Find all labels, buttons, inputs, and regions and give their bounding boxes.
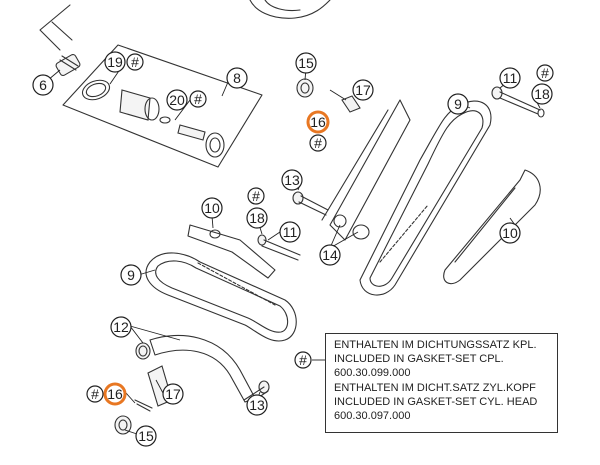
svg-text:8: 8 xyxy=(233,70,241,86)
callout-hash: # xyxy=(536,64,554,82)
part-14-chain-guide xyxy=(321,99,411,241)
svg-text:6: 6 xyxy=(39,77,47,93)
callout-hash: # xyxy=(309,134,327,152)
callout-15: 15 xyxy=(295,52,317,74)
svg-text:#: # xyxy=(194,91,202,107)
svg-text:13: 13 xyxy=(284,172,300,188)
callout-17: 17 xyxy=(352,79,374,101)
svg-text:#: # xyxy=(299,352,307,368)
svg-text:#: # xyxy=(314,135,322,151)
svg-text:#: # xyxy=(131,54,139,70)
part-8-assembly-box xyxy=(62,44,263,168)
callout-19: 19 xyxy=(104,51,126,73)
svg-text:10: 10 xyxy=(204,200,220,216)
callout-hash: # xyxy=(86,385,104,403)
callout-8: 8 xyxy=(226,67,248,89)
svg-text:#: # xyxy=(252,188,260,204)
legend-line-en-1: INCLUDED IN GASKET-SET CPL. xyxy=(334,353,504,366)
legend-box: ENTHALTEN IM DICHTUNGSSATZ KPL. INCLUDED… xyxy=(325,333,558,433)
callout-hash-legend: # xyxy=(294,351,312,369)
svg-text:12: 12 xyxy=(113,319,129,335)
callout-15: 15 xyxy=(135,425,157,447)
svg-text:#: # xyxy=(541,65,549,81)
part-9-timing-chain-left xyxy=(145,252,297,342)
svg-text:18: 18 xyxy=(249,210,265,226)
svg-text:9: 9 xyxy=(454,96,462,112)
svg-text:16: 16 xyxy=(107,386,123,402)
top-left-housing xyxy=(39,0,331,51)
callout-16-highlight: 16 xyxy=(306,110,330,134)
svg-text:11: 11 xyxy=(503,70,518,86)
callout-11: 11 xyxy=(279,221,301,243)
legend-partnumber-2: 600.30.097.000 xyxy=(334,410,411,423)
part-6-bearing xyxy=(55,53,81,77)
svg-text:17: 17 xyxy=(165,386,181,402)
svg-text:#: # xyxy=(91,386,99,402)
callout-17: 17 xyxy=(162,383,184,405)
callout-13: 13 xyxy=(246,394,268,416)
svg-text:17: 17 xyxy=(355,82,371,98)
callout-18: 18 xyxy=(246,207,268,229)
part-11-bolt-top-right xyxy=(491,86,545,118)
svg-text:16: 16 xyxy=(310,114,326,130)
svg-text:18: 18 xyxy=(534,86,550,102)
legend-line-de-1: ENTHALTEN IM DICHTUNGSSATZ KPL. xyxy=(334,339,537,351)
callout-10: 10 xyxy=(201,197,223,219)
legend-partnumber-1: 600.30.099.000 xyxy=(334,367,411,380)
callout-18: 18 xyxy=(531,83,553,105)
callout-10-right: 10 xyxy=(499,222,521,244)
legend-line-de-2: ENTHALTEN IM DICHT.SATZ ZYL.KOPF xyxy=(334,381,536,394)
part-bottom-tensioner-components xyxy=(114,365,270,435)
svg-text:10: 10 xyxy=(502,225,518,241)
callout-13: 13 xyxy=(281,169,303,191)
callout-hash: # xyxy=(247,187,265,205)
svg-text:9: 9 xyxy=(127,267,135,283)
callout-hash: # xyxy=(189,90,207,108)
part-10-tensioner-rail-right xyxy=(443,169,541,285)
callout-11: 11 xyxy=(499,67,521,89)
svg-text:20: 20 xyxy=(169,92,185,108)
svg-text:11: 11 xyxy=(283,224,298,240)
svg-text:14: 14 xyxy=(322,247,338,263)
callout-16-highlight: 16 xyxy=(103,382,127,406)
legend-line-en-2: INCLUDED IN GASKET-SET CYL. HEAD xyxy=(334,395,538,408)
callout-9: 9 xyxy=(447,93,469,115)
svg-text:13: 13 xyxy=(249,397,265,413)
part-10-guide-middle xyxy=(187,224,301,279)
callout-9-left: 9 xyxy=(120,264,142,286)
svg-text:15: 15 xyxy=(138,428,154,444)
callout-hash: # xyxy=(126,53,144,71)
part-9-timing-chain-right xyxy=(359,100,492,296)
callout-14: 14 xyxy=(319,244,341,266)
part-15-17-top xyxy=(296,78,361,113)
svg-text:19: 19 xyxy=(107,54,123,70)
svg-text:15: 15 xyxy=(298,55,314,71)
callout-20: 20 xyxy=(166,89,188,111)
part-13-bolt-middle xyxy=(292,191,370,240)
callout-12: 12 xyxy=(110,316,132,338)
callout-6: 6 xyxy=(32,74,54,96)
